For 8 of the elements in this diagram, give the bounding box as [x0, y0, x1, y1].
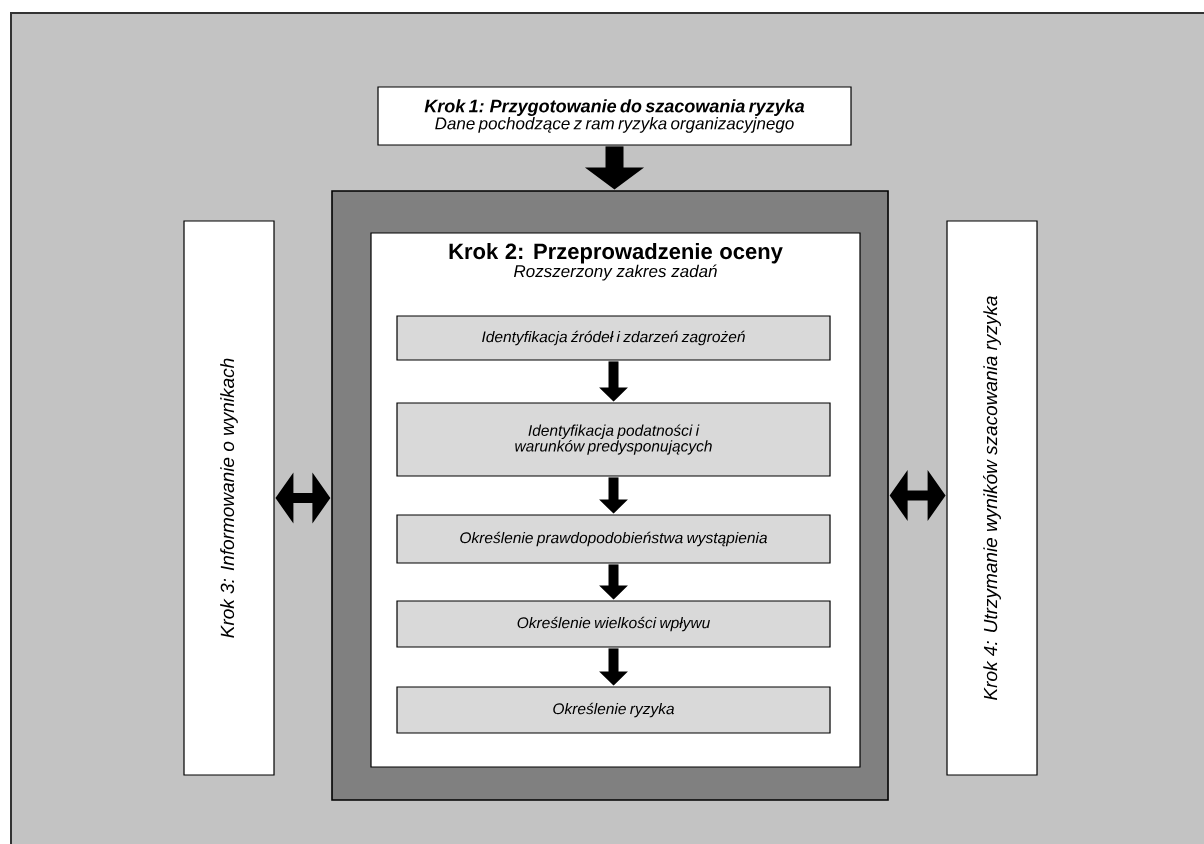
- process-box: Określenie prawdopodobieństwa wystąpienia: [396, 514, 831, 564]
- process-box: Określenie ryzyka: [396, 686, 831, 734]
- process-box: Identyfikacja źródeł i zdarzeń zagrożeń: [396, 315, 831, 361]
- side-step-box: Krok 4: Utrzymanie wyników szacowania ryzyka: [946, 220, 1038, 776]
- step-box: Krok 1: Przygotowanie do szacowania ryzyka Dane pochodzące z ram ryzyka organizacyjnego: [377, 86, 852, 146]
- process-box: Określenie wielkości wpływu: [396, 600, 831, 648]
- side-step-box: Krok 3: Informowanie o wynikach: [183, 220, 275, 776]
- process-box: Identyfikacja podatności i warunków predysponujących: [396, 402, 831, 477]
